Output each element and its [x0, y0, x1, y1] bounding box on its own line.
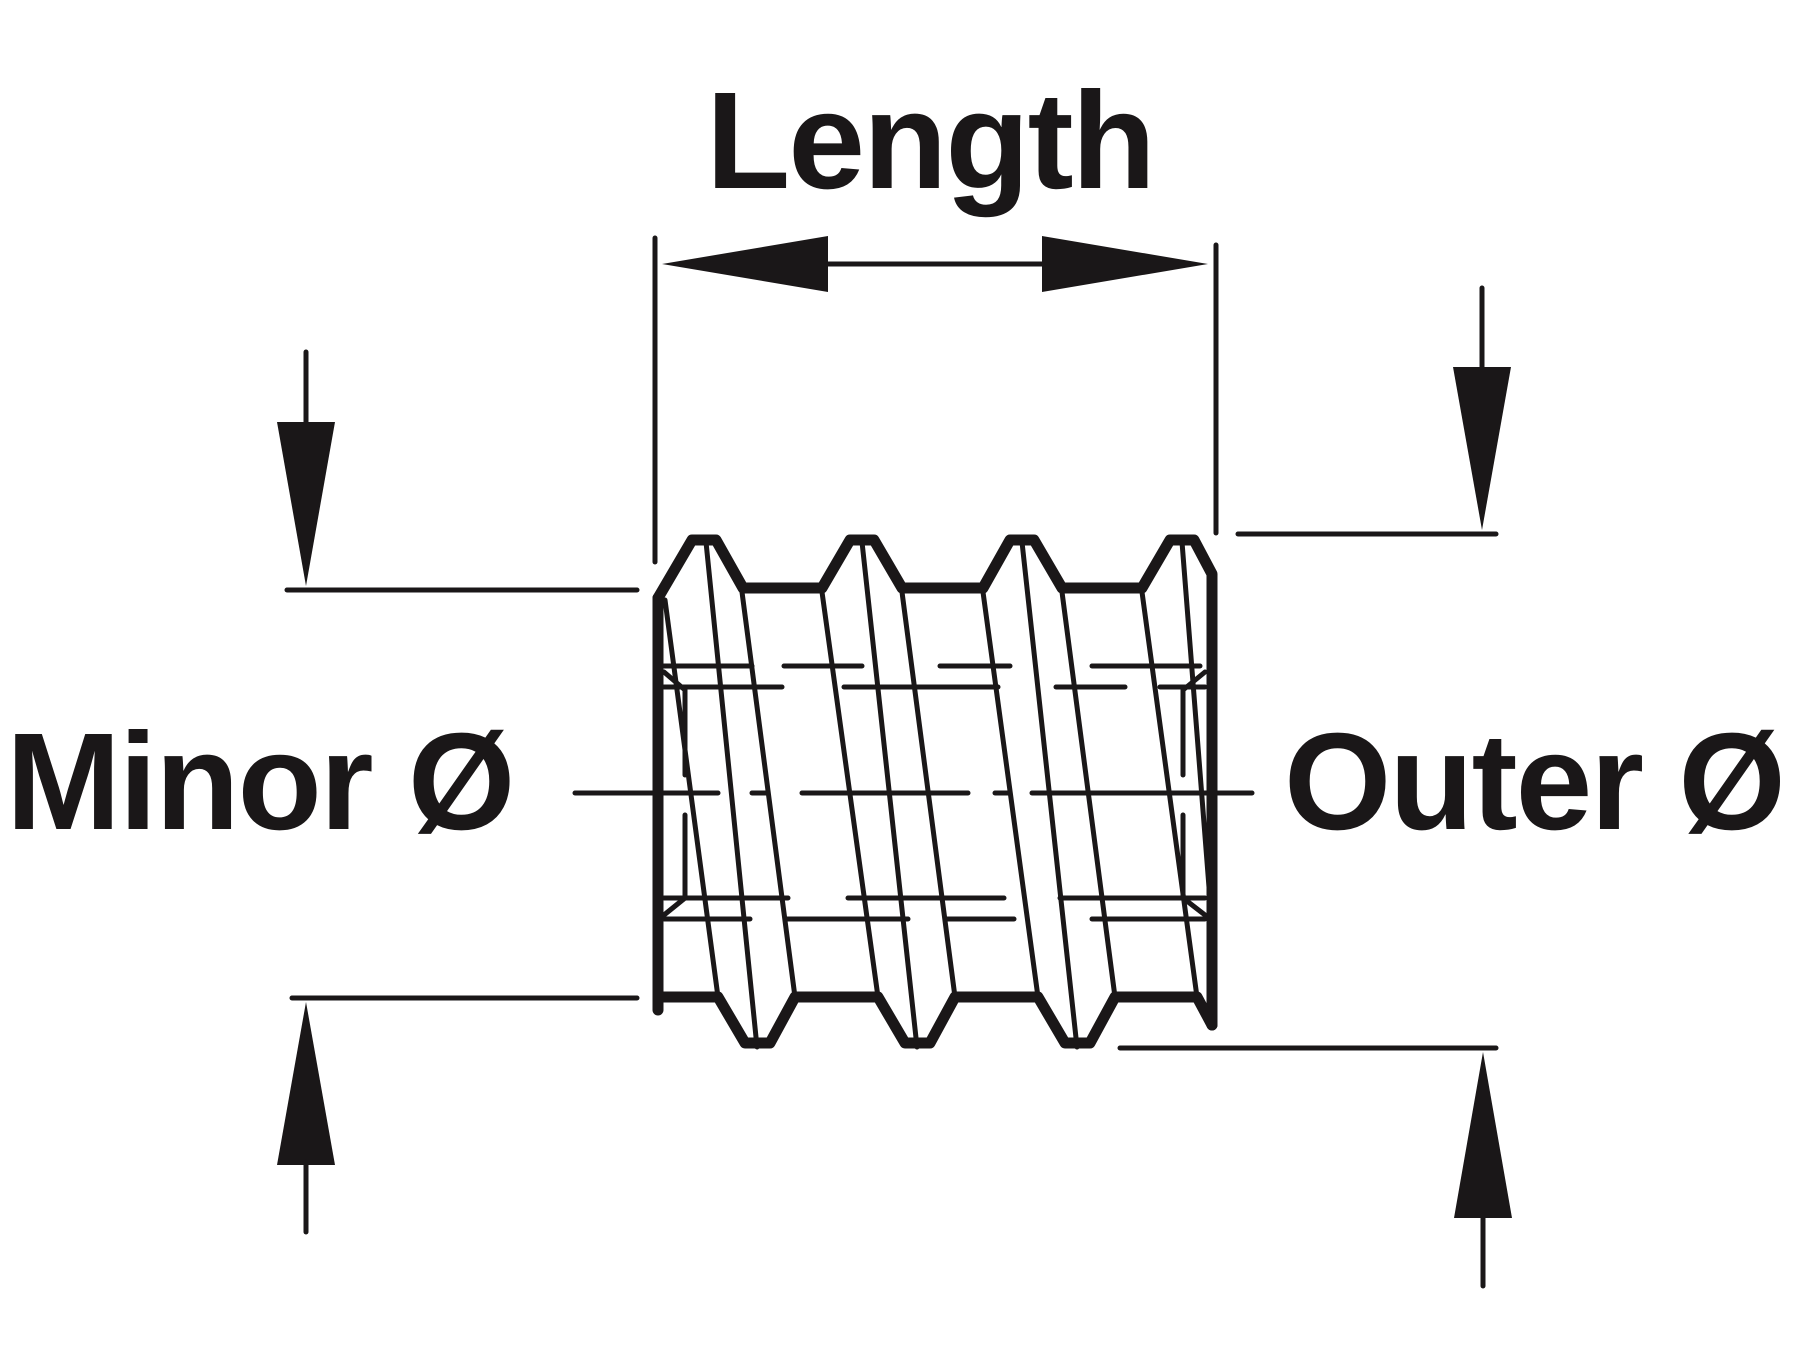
thread-chamfer — [1180, 895, 1208, 918]
thread-line — [662, 597, 721, 1000]
minor-arrow-top-icon — [277, 422, 335, 586]
minor-diameter-dimension — [277, 349, 640, 1235]
thread-chamfer — [661, 895, 688, 918]
outer-arrow-top-icon — [1453, 367, 1511, 530]
outer-diameter-dimension — [1117, 285, 1512, 1289]
thread-line — [1179, 539, 1213, 903]
body-top-outline — [652, 534, 1218, 1031]
minor-arrow-bottom-icon — [277, 1002, 335, 1165]
minor-diameter-label: Minor Ø — [6, 705, 515, 859]
thread-line — [703, 539, 760, 1050]
length-arrow-right-icon — [1042, 236, 1208, 292]
length-label: Length — [706, 64, 1156, 218]
hidden-lines — [661, 663, 1208, 922]
length-arrow-left-icon — [662, 236, 828, 292]
length-dimension — [652, 235, 1219, 565]
outer-arrow-bottom-icon — [1454, 1052, 1512, 1218]
outer-diameter-label: Outer Ø — [1284, 705, 1786, 859]
